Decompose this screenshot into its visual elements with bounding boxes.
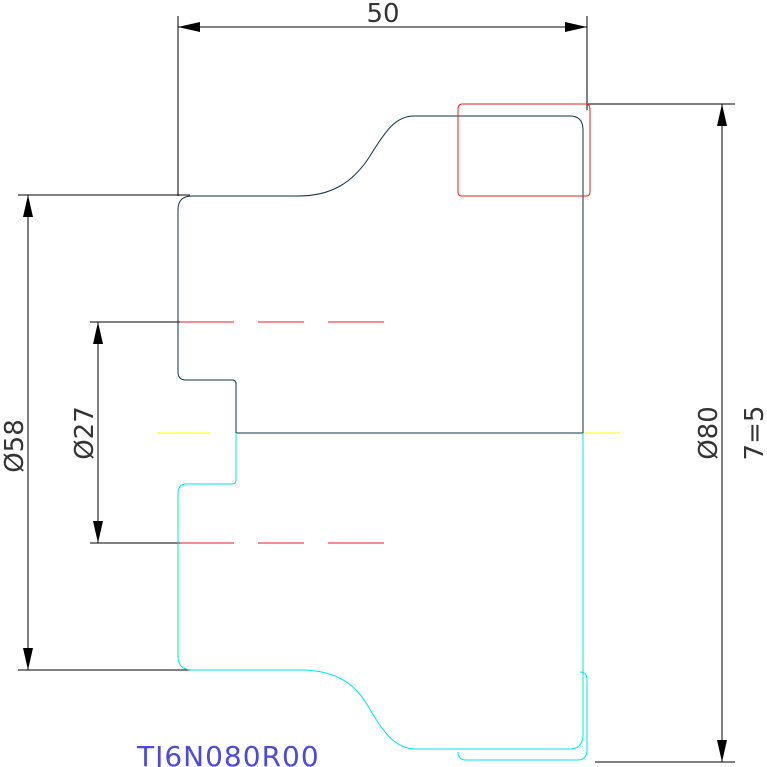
profile-lower xyxy=(177,433,584,750)
arrow-up-icon xyxy=(93,322,103,344)
dimension-dia-80 xyxy=(588,103,735,763)
dim-label-dia-27: Ø27 xyxy=(70,406,100,460)
dim-label-count: 7=5 xyxy=(740,406,767,461)
hidden-lines xyxy=(180,321,384,544)
arrow-right-icon xyxy=(565,22,587,32)
dimension-dia-58 xyxy=(18,194,190,671)
profile-lower-edge xyxy=(457,671,588,761)
arrow-down-icon xyxy=(23,648,33,670)
dimension-dia-27 xyxy=(90,321,180,544)
part-code: TJ6N080R00 xyxy=(136,740,320,767)
arrow-up-icon xyxy=(717,104,727,126)
profile-upper xyxy=(177,115,584,434)
arrow-down-icon xyxy=(93,521,103,543)
arrow-down-icon xyxy=(717,740,727,762)
dim-label-dia-58: Ø58 xyxy=(0,419,30,473)
dimension-width-top xyxy=(177,16,588,196)
dim-label-dia-80: Ø80 xyxy=(694,406,724,460)
dim-label-50: 50 xyxy=(366,0,399,29)
arrow-up-icon xyxy=(23,195,33,217)
tool-insert xyxy=(457,103,591,197)
arrow-left-icon xyxy=(178,22,200,32)
